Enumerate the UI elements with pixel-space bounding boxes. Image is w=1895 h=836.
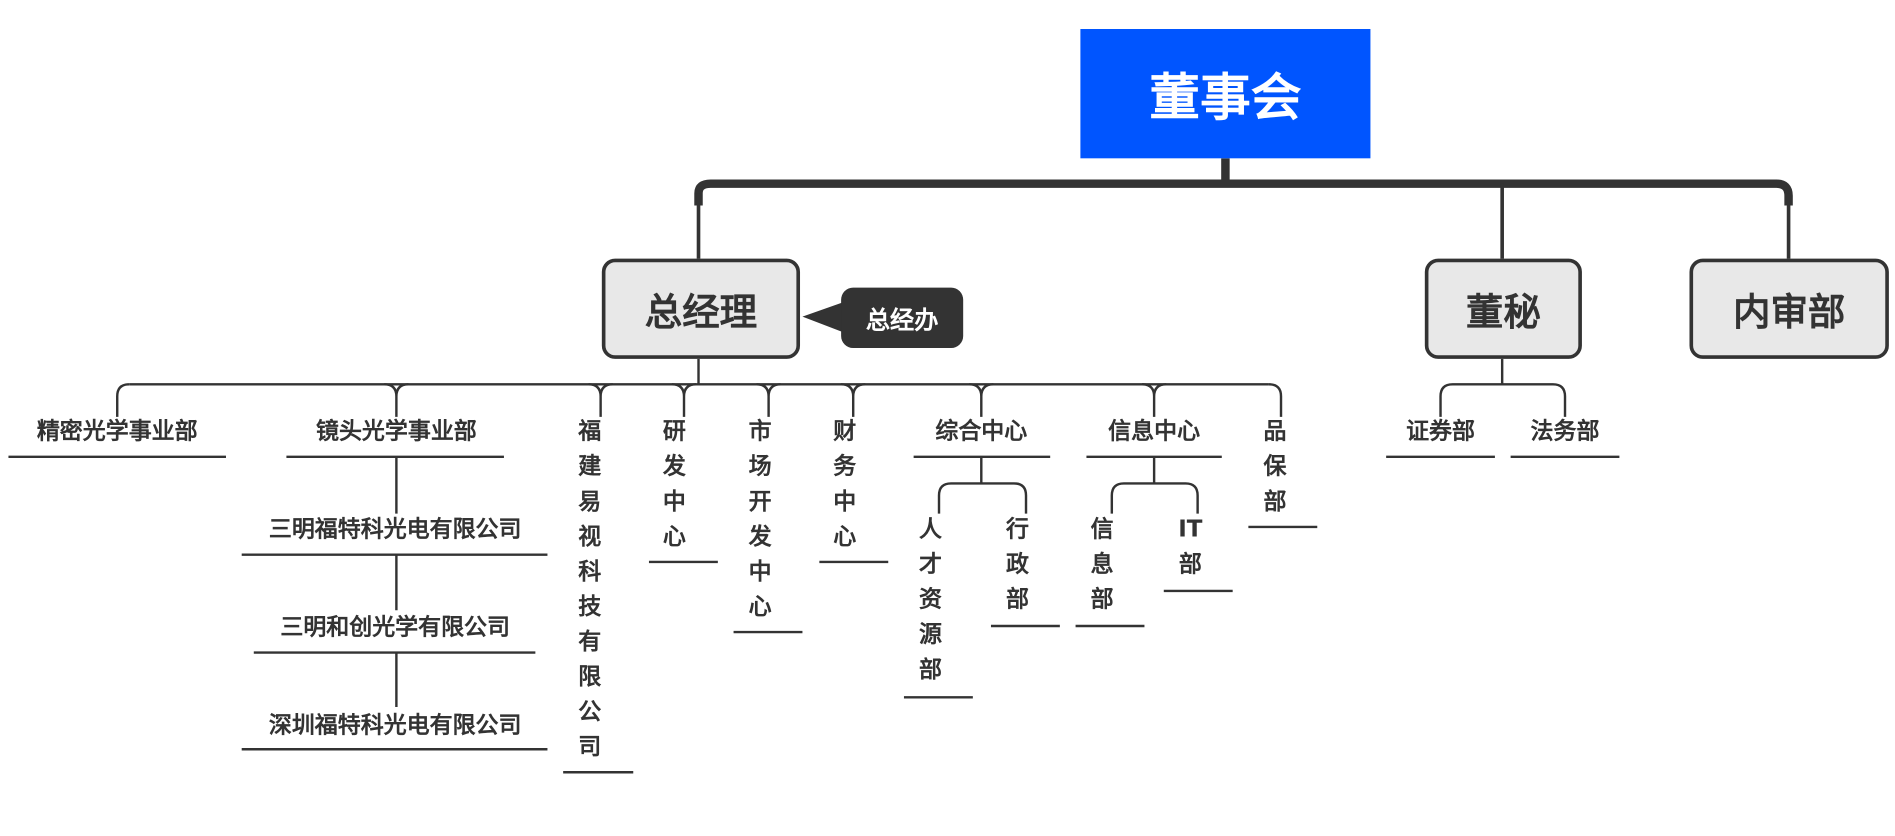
callout-gm-office[interactable]: 总经办 <box>841 287 964 349</box>
callout-label: 总经办 <box>865 305 939 335</box>
node-board-secretary[interactable]: 董秘 <box>1424 258 1582 359</box>
topic-admin-dept[interactable]: 行政部 <box>1006 516 1030 613</box>
topic-rd-center[interactable]: 研发中心 <box>662 418 686 550</box>
topic-marketing-center[interactable]: 市场开发中心 <box>748 418 772 620</box>
node-label: 董事会 <box>1149 67 1302 127</box>
topic-general-center[interactable]: 综合中心 <box>935 418 1028 445</box>
topic-precision-optics[interactable]: 精密光学事业部 <box>36 418 198 445</box>
topic-fujian-yishi[interactable]: 福建易视科技有限公司 <box>578 418 602 761</box>
topic-info-dept[interactable]: 信息部 <box>1090 516 1114 613</box>
node-label: 董秘 <box>1465 291 1541 335</box>
topic-lens-optics[interactable]: 镜头光学事业部 <box>316 418 477 445</box>
topic-lens-subsidiary[interactable]: 深圳福特科光电有限公司 <box>268 711 522 739</box>
topic-lens-subsidiary[interactable]: 三明福特科光电有限公司 <box>268 516 522 543</box>
node-label: 总经理 <box>644 291 758 335</box>
topic-quality-dept[interactable]: 品保部 <box>1263 418 1287 515</box>
topic-info-center[interactable]: 信息中心 <box>1108 418 1201 445</box>
root-node-board[interactable]: 董事会 <box>1080 29 1371 159</box>
topic-hr-dept[interactable]: 人才资源部 <box>919 516 943 683</box>
topic-lens-subsidiary[interactable]: 三明和创光学有限公司 <box>280 613 510 641</box>
callout-arrow <box>802 302 844 333</box>
topic-it-dept[interactable]: IT部 <box>1178 516 1203 578</box>
topic-securities-dept[interactable]: 证券部 <box>1406 418 1475 445</box>
node-general-manager[interactable]: 总经理 <box>601 258 801 359</box>
topic-legal-dept[interactable]: 法务部 <box>1530 418 1600 445</box>
node-label: 内审部 <box>1732 291 1846 335</box>
node-internal-audit[interactable]: 内审部 <box>1689 258 1889 359</box>
topic-finance-center[interactable]: 财务中心 <box>833 418 857 550</box>
